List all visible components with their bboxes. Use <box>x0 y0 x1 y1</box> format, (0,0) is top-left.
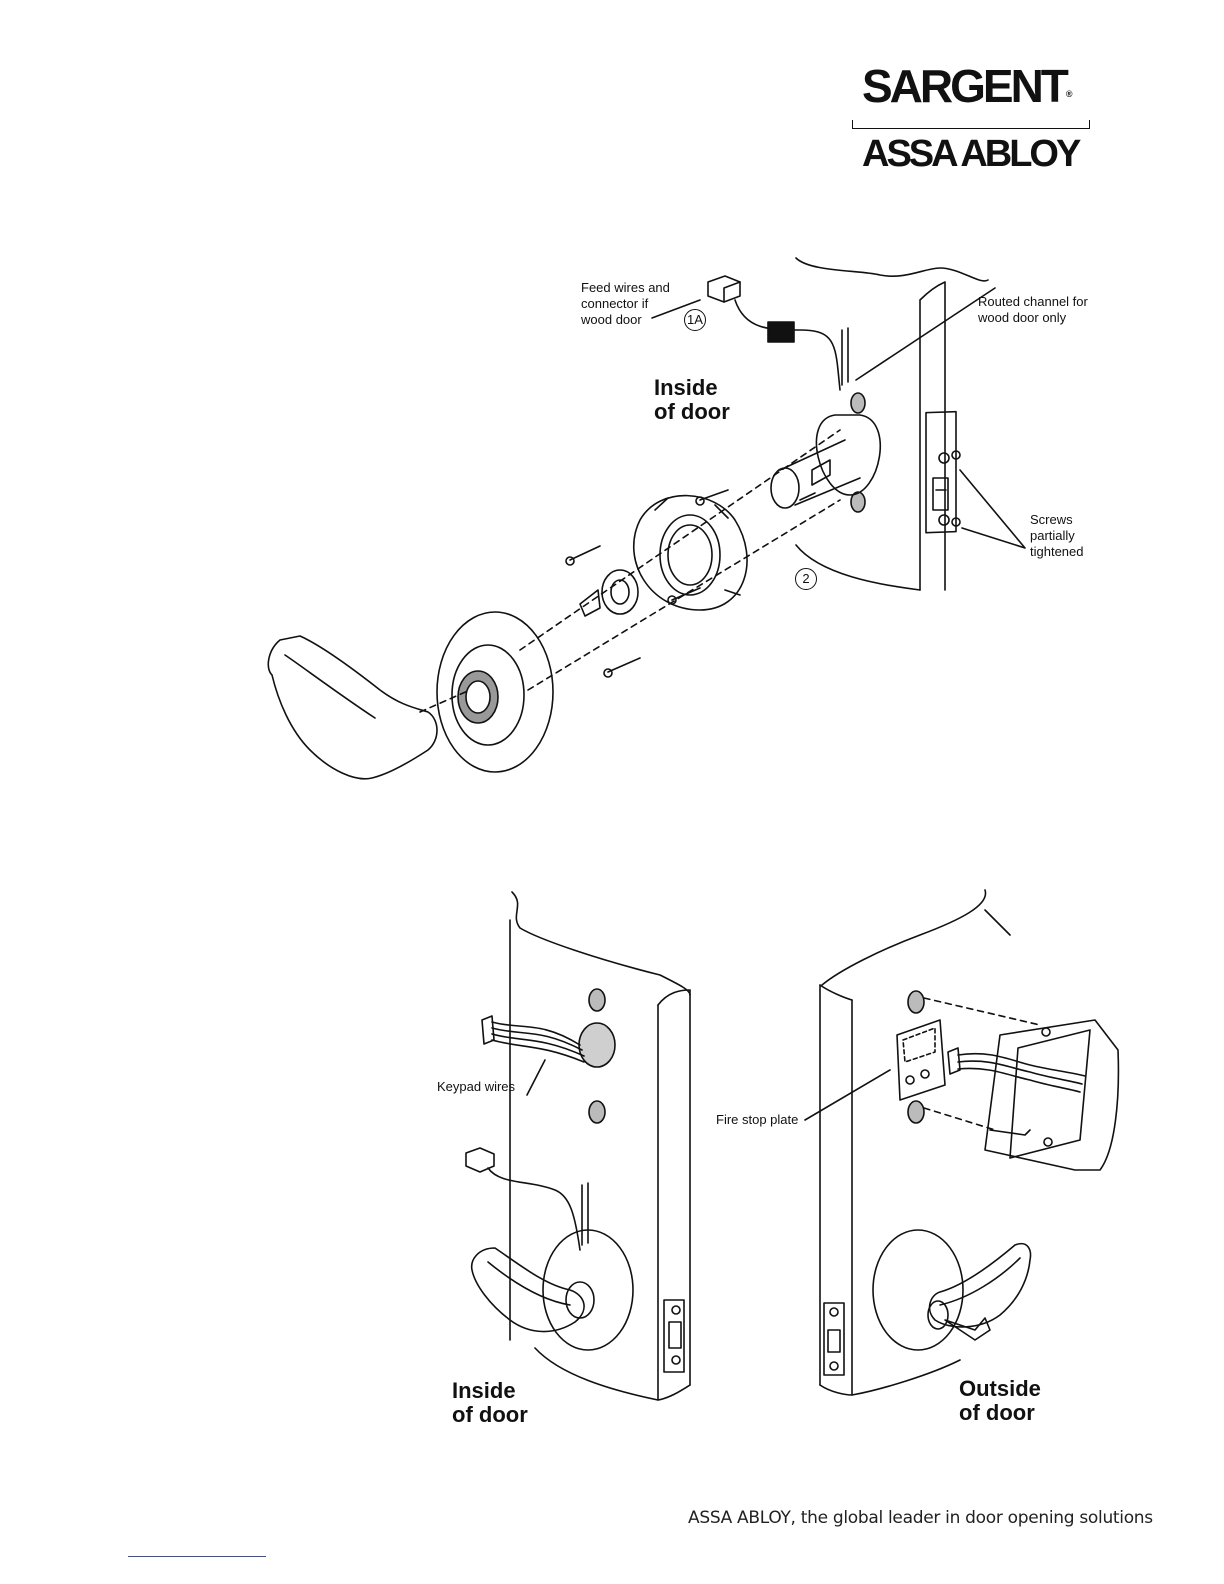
label-inside-of-door: Inside of door <box>452 1379 528 1427</box>
screw-icon <box>672 1356 680 1364</box>
rose-icon <box>543 1230 633 1350</box>
step-2-marker: 2 <box>795 568 817 590</box>
leader-fire-stop <box>805 1070 890 1120</box>
callout-feed-wires: Feed wires and connector if wood door <box>581 280 670 328</box>
door-hole <box>589 1101 605 1123</box>
door-bottom <box>820 1360 960 1395</box>
leader-keypad <box>527 1060 545 1095</box>
door-bottom <box>535 1348 690 1400</box>
lever-handle-icon <box>268 636 437 779</box>
connector-icon <box>708 276 740 302</box>
screw-icon <box>672 1306 680 1314</box>
lever-handle-icon <box>472 1248 584 1332</box>
step-1a-marker: 1A <box>684 309 706 331</box>
rose-hub <box>566 1282 594 1318</box>
door-hole <box>589 989 605 1011</box>
latch-plate <box>824 1303 844 1375</box>
alignment-lines <box>924 998 1040 1130</box>
callout-keypad-wires: Keypad wires <box>437 1079 515 1095</box>
door-hole-top <box>851 393 865 413</box>
inside-door-view <box>466 892 690 1400</box>
lever-handle-icon <box>930 1244 1031 1327</box>
leader-routed-channel <box>856 288 995 380</box>
door-edge <box>796 258 988 281</box>
door-hole <box>908 1101 924 1123</box>
latch-plate <box>926 412 956 533</box>
wire-ferrite <box>768 322 794 342</box>
keypad-icon <box>985 1020 1118 1170</box>
footer-link-underline[interactable] <box>128 1556 266 1557</box>
callout-screws: Screws partially tightened <box>1030 512 1084 560</box>
screw-icon <box>830 1308 838 1316</box>
screw-icon <box>939 451 960 526</box>
wire-harness <box>735 300 840 390</box>
routed-channel <box>842 328 848 385</box>
screw-icon <box>830 1362 838 1370</box>
door-edge-side <box>920 282 945 590</box>
door-edge-top <box>658 990 690 1005</box>
rose-icon <box>437 612 553 772</box>
exploded-view <box>268 258 1025 779</box>
door-top-edge <box>512 892 690 995</box>
footer-tagline: ASSA ABLOY, the global leader in door op… <box>688 1508 1153 1528</box>
label-inside-of-door: Inside of door <box>654 376 730 424</box>
keypad-wires-icon <box>482 1016 584 1062</box>
chassis-icon <box>771 440 860 508</box>
fire-stop-plate-icon <box>897 1020 945 1100</box>
latch-bolt <box>828 1330 840 1352</box>
outside-door-view <box>805 890 1118 1395</box>
leader-screws <box>960 470 1025 548</box>
door-edge-top <box>820 985 852 1000</box>
connector-icon <box>466 1148 494 1172</box>
latch-bolt <box>669 1322 681 1348</box>
label-outside-of-door: Outside of door <box>959 1377 1041 1425</box>
door-top-edge <box>822 890 986 985</box>
cable-bore <box>579 1023 615 1067</box>
collar-icon <box>580 570 638 616</box>
routed-channel <box>582 1183 588 1245</box>
callout-fire-stop-plate: Fire stop plate <box>716 1112 798 1128</box>
rose-icon <box>873 1230 963 1350</box>
callout-routed-channel: Routed channel for wood door only <box>978 294 1088 326</box>
door-hole <box>908 991 924 1013</box>
